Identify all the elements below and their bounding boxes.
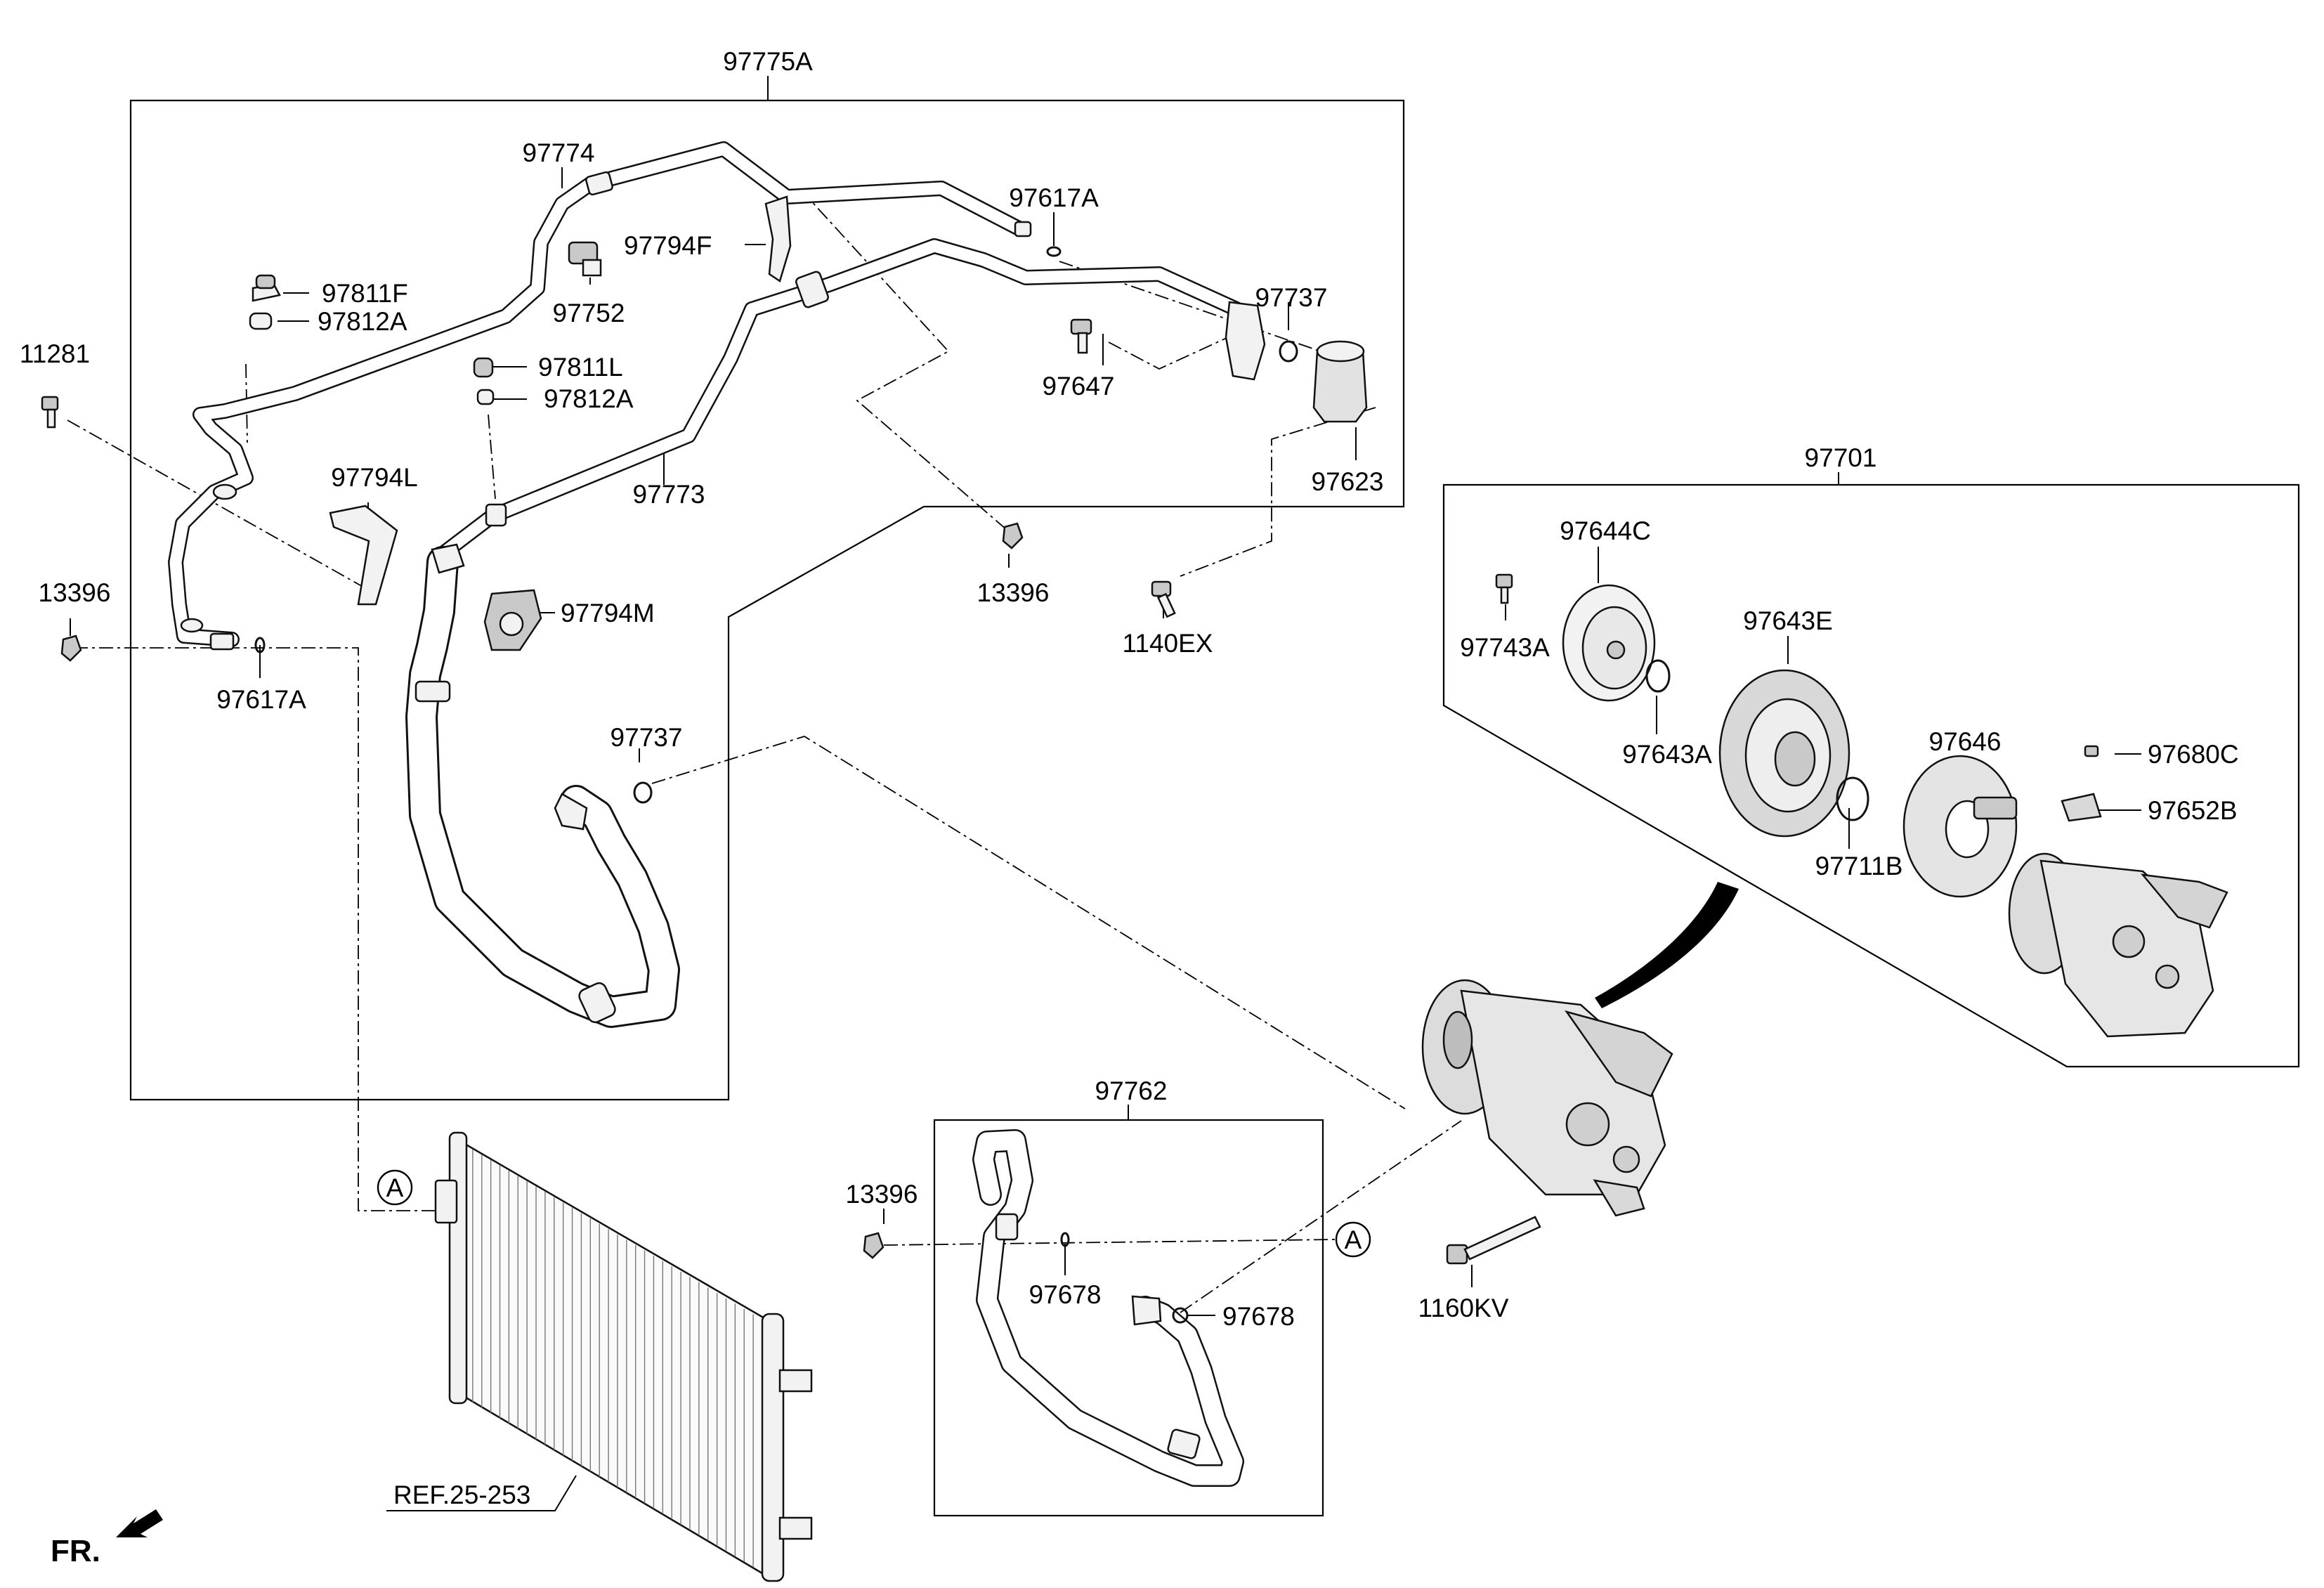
label-97652B: 97652B [2148, 796, 2238, 825]
condenser [434, 1131, 813, 1582]
label-97743A: 97743A [1460, 633, 1550, 662]
pipe-97773 [431, 238, 1244, 564]
label-97680C: 97680C [2148, 740, 2239, 769]
label-97752: 97752 [553, 299, 625, 327]
label-97775A: 97775A [723, 47, 813, 76]
label-97646: 97646 [1929, 727, 2002, 756]
label-97617A-top: 97617A [1009, 183, 1099, 212]
part-labels: 97775A 97774 97617A 97794F 97811F 97812A… [20, 47, 2239, 1509]
front-indicator: FR. [51, 1509, 163, 1568]
ref-circle-left: A [377, 1169, 413, 1206]
ref-a-right-text: A [1345, 1225, 1362, 1254]
label-97811F: 97811F [322, 279, 408, 308]
compressor-kit [1495, 573, 2228, 1038]
label-97737-top: 97737 [1255, 283, 1328, 312]
label-97644C: 97644C [1560, 516, 1651, 545]
detail-arrow [1595, 882, 1739, 1008]
assembly-box-97701 [1442, 483, 2300, 1068]
pipe-97774 [168, 141, 1032, 651]
label-13396-mid: 13396 [977, 578, 1050, 607]
label-97678-b: 97678 [1222, 1302, 1295, 1331]
label-1160KV: 1160KV [1418, 1294, 1509, 1322]
leader-lines [70, 76, 2141, 1511]
assembly-box-97775A [129, 99, 1405, 1101]
label-97617A-left: 97617A [216, 685, 306, 714]
label-97643A: 97643A [1622, 740, 1712, 769]
label-97812A-top: 97812A [318, 307, 407, 336]
label-97794L: 97794L [331, 463, 417, 492]
label-97623: 97623 [1312, 467, 1384, 496]
label-97794M: 97794M [561, 599, 655, 627]
label-97762: 97762 [1095, 1076, 1168, 1105]
label-1140EX: 1140EX [1123, 629, 1213, 658]
small-parts [41, 195, 1541, 1324]
label-97701: 97701 [1805, 443, 1877, 472]
front-label: FR. [51, 1534, 100, 1568]
label-ref-condenser: REF.25-253 [393, 1480, 530, 1509]
label-97774: 97774 [523, 138, 595, 167]
compressor-main [1421, 979, 1673, 1217]
label-97773: 97773 [633, 480, 705, 509]
label-97643E: 97643E [1743, 606, 1833, 635]
label-11281: 11281 [20, 339, 90, 368]
label-97737-mid: 97737 [611, 723, 683, 752]
label-97711B: 97711B [1815, 852, 1903, 880]
label-97678-a: 97678 [1029, 1280, 1102, 1309]
label-97794F: 97794F [624, 231, 712, 260]
hose-suction [405, 543, 680, 1028]
label-13396-bot: 13396 [846, 1180, 918, 1209]
ref-a-left-text: A [386, 1173, 404, 1202]
label-97812A-mid: 97812A [544, 384, 634, 413]
ref-circle-right: A [1335, 1221, 1371, 1258]
label-97647: 97647 [1043, 372, 1115, 401]
hose-97762 [972, 1129, 1244, 1487]
label-97811L: 97811L [538, 353, 623, 382]
label-13396-left: 13396 [39, 578, 111, 607]
front-arrow-icon [116, 1509, 163, 1537]
